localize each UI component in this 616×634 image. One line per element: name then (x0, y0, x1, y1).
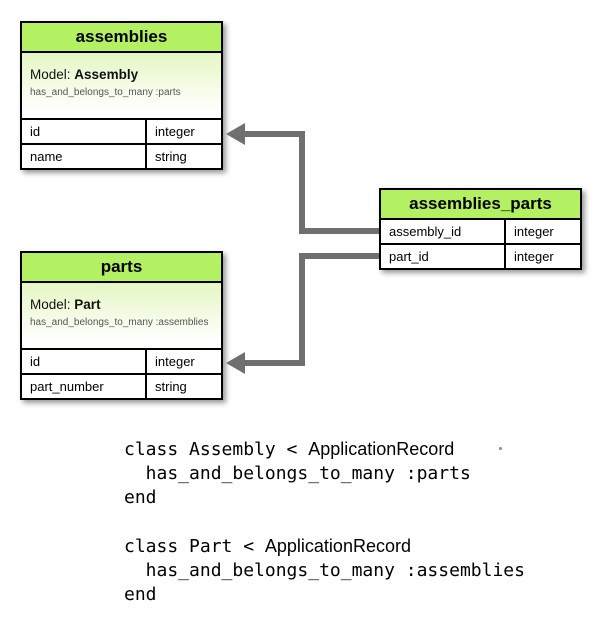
code-text: ApplicationRecord (264, 536, 411, 556)
table-assemblies: assemblies Model: Assembly has_and_belon… (20, 21, 223, 170)
table-parts: parts Model: Part has_and_belongs_to_man… (20, 251, 223, 400)
column-name: part_id (381, 245, 506, 268)
code-line: has_and_belongs_to_many :assemblies (124, 560, 525, 581)
table-parts-title: parts (22, 253, 221, 283)
code-line: end (124, 487, 157, 508)
table-row: part_number string (22, 373, 221, 398)
code-line: class Part < ApplicationRecord (124, 534, 525, 559)
column-name: part_number (22, 375, 147, 398)
association-text: has_and_belongs_to_many :parts (30, 87, 181, 98)
column-name: id (22, 120, 147, 143)
table-assemblies-model-section: Model: Assembly has_and_belongs_to_many … (22, 53, 221, 120)
code-text: class Assembly < (124, 439, 309, 460)
column-name: name (22, 145, 147, 168)
code-line: end (124, 584, 157, 605)
table-assemblies-parts: assemblies_parts assembly_id integer par… (379, 188, 582, 270)
stray-mark (499, 447, 502, 450)
column-type: string (155, 149, 187, 164)
table-row: assembly_id integer (381, 220, 580, 243)
association-text: has_and_belongs_to_many :assemblies (30, 317, 209, 328)
connector-line-assembly-id (245, 131, 379, 234)
model-name: Part (74, 297, 101, 312)
table-row: part_id integer (381, 243, 580, 268)
code-text: ApplicationRecord (308, 439, 455, 459)
column-type: integer (155, 124, 195, 139)
model-label: Model: (30, 67, 71, 82)
table-assemblies-title: assemblies (22, 23, 221, 53)
code-blank-line (124, 510, 525, 534)
model-label: Model: (30, 297, 71, 312)
arrowhead-left-icon (226, 123, 245, 145)
arrowhead-left-icon (226, 352, 245, 374)
table-assemblies-parts-title: assemblies_parts (381, 190, 580, 220)
column-name: id (22, 350, 147, 373)
code-text: class Part < (124, 536, 265, 557)
table-row: id integer (22, 350, 221, 373)
code-line: class Assembly < ApplicationRecord (124, 437, 525, 462)
column-type: integer (514, 224, 554, 239)
table-row: name string (22, 143, 221, 168)
column-name: assembly_id (381, 220, 506, 243)
table-row: id integer (22, 120, 221, 143)
column-type: integer (155, 354, 195, 369)
code-line: has_and_belongs_to_many :parts (124, 463, 471, 484)
column-type: string (155, 379, 187, 394)
connector-line-part-id (245, 253, 379, 366)
model-line: Model: Assembly (30, 66, 215, 83)
model-name: Assembly (74, 67, 139, 82)
column-type: integer (514, 249, 554, 264)
table-parts-model-section: Model: Part has_and_belongs_to_many :ass… (22, 283, 221, 350)
model-line: Model: Part (30, 296, 215, 313)
ruby-code-snippet: class Assembly < ApplicationRecord has_a… (124, 437, 525, 607)
